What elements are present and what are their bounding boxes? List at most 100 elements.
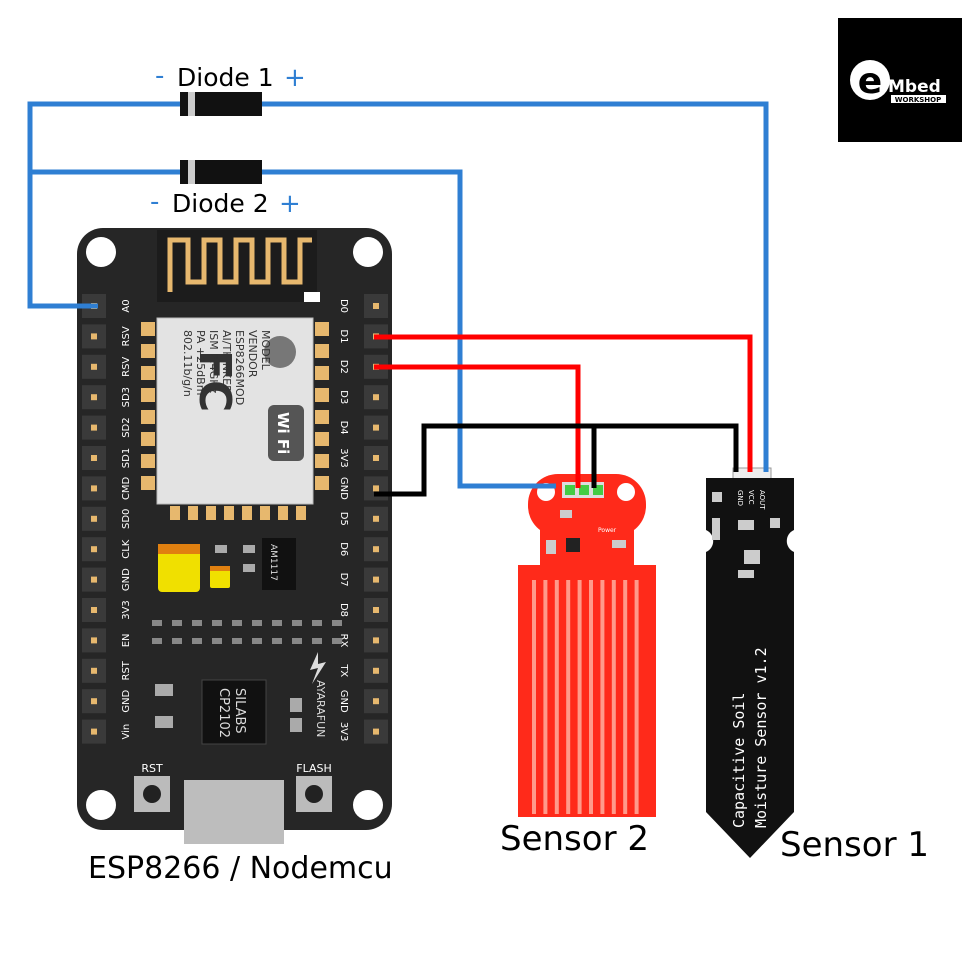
left-pin-label: SD2	[121, 417, 132, 437]
regulator-label: AM1117	[268, 544, 278, 581]
wire-red-d2	[374, 364, 581, 488]
left-pin-contact	[91, 576, 97, 583]
module-pad	[315, 388, 329, 402]
left-pin-contact	[91, 546, 97, 553]
right-pin-contact	[373, 303, 379, 309]
right-pin-label: D2	[338, 360, 349, 374]
module-pad	[141, 366, 155, 380]
module-text-line: VENDOR	[246, 330, 259, 378]
flash-label: FLASH	[296, 762, 332, 775]
sensor1-pin-gnd: GND	[736, 490, 744, 506]
rst-label: RST	[141, 762, 163, 775]
module-pad	[315, 432, 329, 446]
smd-component	[152, 620, 162, 626]
right-pin-contact	[373, 667, 379, 674]
sensor1-text-line2: Moisture Sensor v1.2	[752, 647, 770, 828]
right-pin-contact	[373, 728, 379, 735]
sensor1-pin-aout: AOUT	[758, 490, 766, 510]
brand-label: AYARAFUN	[314, 680, 327, 737]
left-pin-contact	[91, 455, 97, 461]
left-pin-label: 3V3	[121, 600, 132, 620]
wire-blue-a0	[27, 101, 769, 472]
right-pin-label: 3V3	[338, 448, 349, 468]
left-pin-label: Vin	[121, 724, 132, 740]
module-pad	[260, 506, 270, 520]
module-pad	[141, 476, 155, 490]
right-pin-contact	[373, 698, 379, 705]
module-text-line: ISM 2.4GHz	[207, 330, 220, 394]
logo-e: e	[858, 61, 882, 102]
sensor1-text-line1: Capacitive Soil	[730, 693, 748, 828]
right-pin-label: D1	[338, 329, 349, 343]
left-pin-label: CLK	[121, 539, 132, 559]
smd-component	[332, 638, 342, 644]
smd-component	[212, 620, 222, 626]
wire-red-d1	[374, 334, 753, 472]
smd-component	[172, 620, 182, 626]
right-pin-contact	[373, 515, 379, 522]
right-pin-label: D8	[338, 603, 349, 617]
right-pin-label: D7	[338, 573, 349, 587]
right-pin-contact	[373, 546, 379, 553]
diode-2	[180, 160, 262, 184]
module-text-line: AI/THINKER	[220, 330, 233, 393]
diode1-label: Diode 1	[177, 63, 274, 92]
diode1-plus: +	[284, 63, 306, 93]
module-pad	[242, 506, 252, 520]
capacitive-soil-sensor: GND VCC AOUT Capacitive Soil Moisture Se…	[706, 467, 794, 858]
right-pin-contact	[373, 485, 379, 492]
sensor-trace	[566, 580, 571, 814]
sensor-trace	[577, 580, 582, 814]
sensor-trace	[554, 580, 559, 814]
smd-component	[312, 638, 322, 644]
diode2-label: Diode 2	[172, 189, 269, 218]
smd-component	[192, 638, 202, 644]
smd-component	[332, 620, 342, 626]
left-pin-contact	[91, 637, 97, 644]
diode2-plus: +	[279, 189, 301, 219]
right-pin-contact	[373, 394, 379, 401]
left-pin-contact	[91, 394, 97, 401]
module-pad	[188, 506, 198, 520]
smd-component	[272, 620, 282, 626]
power-label: Power	[598, 527, 617, 534]
module-pad	[278, 506, 288, 520]
wire-black-gnd	[374, 423, 739, 497]
module-pad	[141, 322, 155, 336]
module-pad	[224, 506, 234, 520]
sensor-trace	[600, 580, 605, 814]
module-pad	[141, 410, 155, 424]
left-pin-contact	[91, 698, 97, 705]
right-pin-label: D5	[338, 512, 349, 526]
smd-component	[252, 620, 262, 626]
left-pin-contact	[91, 515, 97, 522]
right-pin-label: D3	[338, 390, 349, 404]
diode-1	[180, 92, 262, 116]
left-pin-label: RSV	[121, 326, 132, 346]
right-pin-contact	[373, 607, 379, 613]
left-pin-label: CMD	[121, 476, 132, 500]
right-pin-label: RX	[338, 633, 349, 647]
module-text-line: 802.11b/g/n	[181, 330, 194, 397]
left-pin-label: SD1	[121, 448, 132, 468]
module-pad	[315, 344, 329, 358]
module-pad	[170, 506, 180, 520]
diode2-minus: -	[150, 187, 159, 217]
module-pad	[315, 410, 329, 424]
fcc-logo: FC	[189, 350, 240, 412]
smd-component	[152, 638, 162, 644]
module-pad	[296, 506, 306, 520]
module-pad	[315, 366, 329, 380]
sensor2-label: Sensor 2	[500, 819, 649, 859]
module-text-line: ESP8266MOD	[233, 330, 246, 405]
module-pad	[141, 454, 155, 468]
smd-component	[232, 620, 242, 626]
right-pin-label: D6	[338, 542, 349, 556]
module-pad	[315, 476, 329, 490]
left-pin-contact	[91, 424, 97, 431]
module-text-line: MODEL	[259, 330, 272, 371]
sensor-trace	[532, 580, 536, 814]
embed-workshop-logo: e Mbed WORKSHOP	[838, 18, 962, 142]
